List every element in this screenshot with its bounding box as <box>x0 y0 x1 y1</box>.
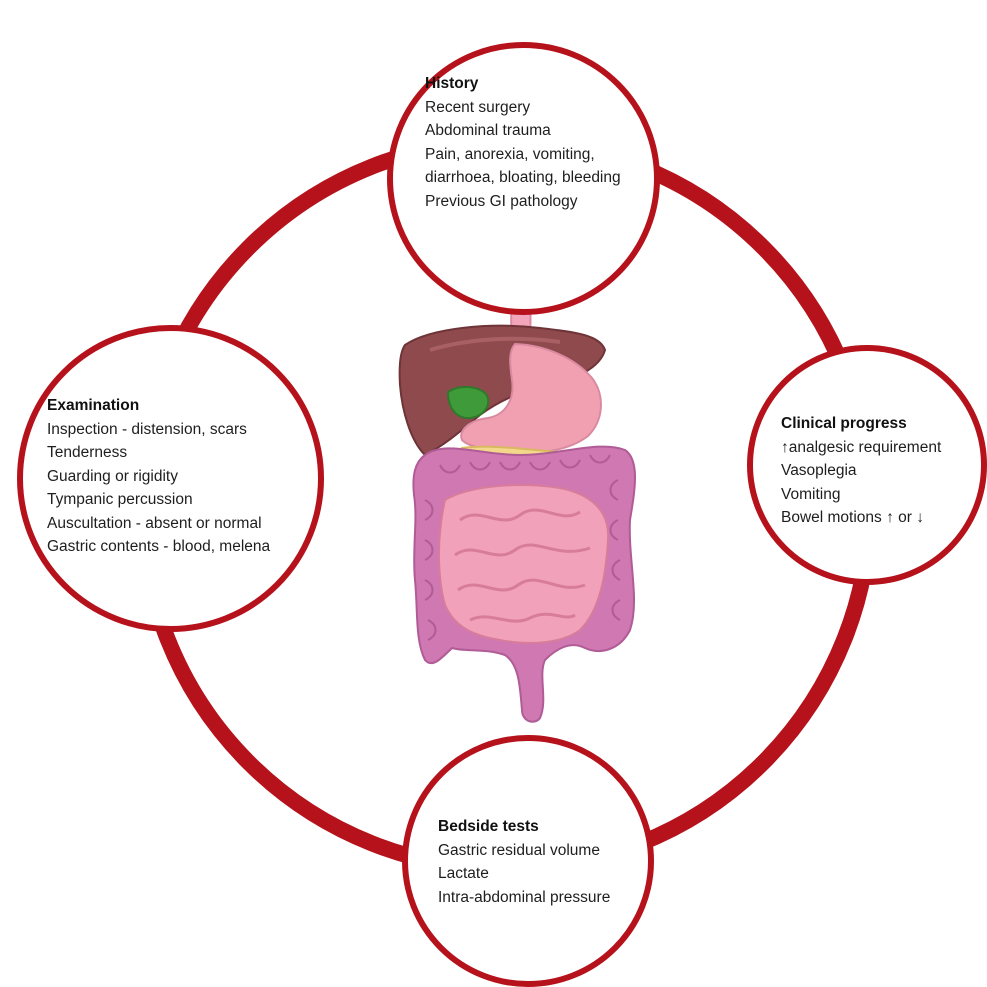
history-item: Pain, anorexia, vomiting, <box>425 143 621 167</box>
examination-node: Examination Inspection - distension, sca… <box>17 325 324 632</box>
history-text: History Recent surgery Abdominal trauma … <box>425 72 621 213</box>
examination-item: Gastric contents - blood, melena <box>47 535 270 559</box>
clinical-progress-node: Clinical progress ↑analgesic requirement… <box>747 345 987 585</box>
examination-item: Inspection - distension, scars <box>47 418 270 442</box>
bedside-tests-item: Intra-abdominal pressure <box>438 886 610 910</box>
examination-item: Tenderness <box>47 441 270 465</box>
examination-title: Examination <box>47 394 270 418</box>
bedside-tests-node: Bedside tests Gastric residual volume La… <box>402 735 654 987</box>
clinical-progress-item: Vomiting <box>781 483 941 507</box>
history-item: diarrhoea, bloating, bleeding <box>425 166 621 190</box>
history-title: History <box>425 72 621 96</box>
examination-item: Tympanic percussion <box>47 488 270 512</box>
bedside-tests-item: Gastric residual volume <box>438 839 610 863</box>
bedside-tests-text: Bedside tests Gastric residual volume La… <box>438 815 610 909</box>
history-node: History Recent surgery Abdominal trauma … <box>387 42 660 315</box>
bedside-tests-title: Bedside tests <box>438 815 610 839</box>
clinical-progress-item: Vasoplegia <box>781 459 941 483</box>
history-item: Recent surgery <box>425 96 621 120</box>
clinical-progress-item: Bowel motions ↑ or ↓ <box>781 506 941 530</box>
examination-item: Guarding or rigidity <box>47 465 270 489</box>
history-item: Abdominal trauma <box>425 119 621 143</box>
history-item: Previous GI pathology <box>425 190 621 214</box>
examination-item: Auscultation - absent or normal <box>47 512 270 536</box>
clinical-progress-item: ↑analgesic requirement <box>781 436 941 460</box>
clinical-progress-text: Clinical progress ↑analgesic requirement… <box>781 412 941 530</box>
examination-text: Examination Inspection - distension, sca… <box>47 394 270 559</box>
digestive-system-icon <box>400 286 635 722</box>
bedside-tests-item: Lactate <box>438 862 610 886</box>
clinical-progress-title: Clinical progress <box>781 412 941 436</box>
